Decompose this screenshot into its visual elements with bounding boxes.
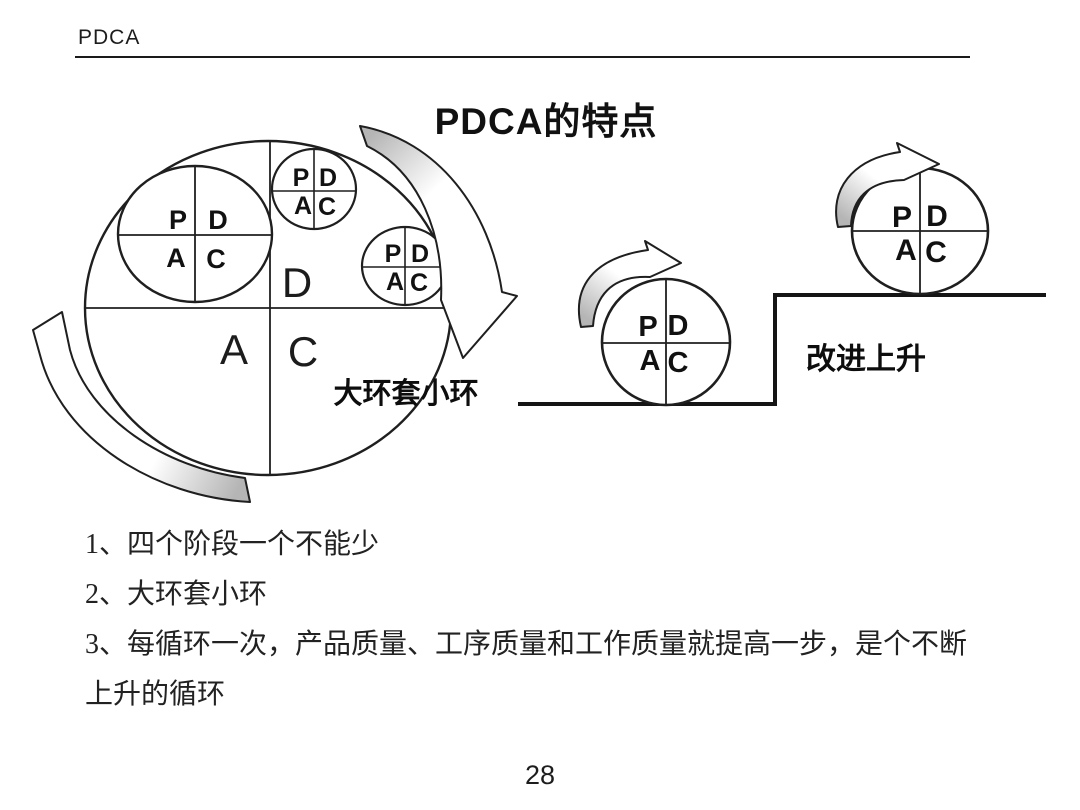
page-number: 28 [524,760,556,790]
big-quadrant-act: A [220,326,248,373]
nested3-check: C [410,269,428,297]
stair-lower-act: A [640,345,661,377]
improvement-stairs: P D A C P D A C 改进上升 [518,142,1046,407]
caption-nested-loops: 大环套小环 [333,377,478,410]
note-line-4: 上升的循环 [85,679,226,710]
nested2-check: C [318,193,336,221]
note-line-2: 2、大环套小环 [85,579,268,610]
nested1-act: A [166,243,186,273]
caption-improve-rise: 改进上升 [806,343,926,376]
nested3-plan: P [385,240,402,268]
stairs-step-line [518,293,1046,406]
stair-lower-check: C [668,347,689,379]
stair-upper-act: A [895,234,917,267]
nested2-plan: P [293,164,310,192]
stair-upper-plan: P [892,201,912,234]
roll-arrow-upper [835,142,940,228]
notes-list: 1、四个阶段一个不能少 2、大环套小环 3、每循环一次，产品质量、工序质量和工作… [85,527,1005,727]
rotation-arrow-top-right [359,125,518,359]
nested-cycle-large: P D A C [116,164,274,304]
stair-cycle-lower: P D A C [600,277,732,407]
big-pdca-cycle: P D A C P D A C P D A C P [32,125,518,503]
nested1-check: C [206,244,226,274]
page-header: PDCA [78,26,141,49]
note-line-1: 1、四个阶段一个不能少 [85,529,380,560]
stair-lower-plan: P [638,311,657,343]
nested3-act: A [386,268,404,296]
roll-arrow-lower [577,240,682,328]
rotation-arrow-bottom-left [32,311,251,503]
big-quadrant-do: D [282,259,312,306]
stair-lower-do: D [668,310,689,342]
nested-cycle-top: P D A C [270,147,358,231]
nested2-act: A [294,192,312,220]
big-quadrant-check: C [288,328,318,375]
stair-cycle-upper: P D A C [850,166,990,296]
page-title: PDCA的特点 [434,101,658,142]
nested2-do: D [319,164,337,192]
note-line-3: 3、每循环一次，产品质量、工序质量和工作质量就提高一步，是个不断 [85,629,968,660]
nested1-do: D [208,205,228,235]
nested1-plan: P [169,205,187,235]
stair-upper-do: D [926,200,948,233]
header-divider [75,56,970,58]
stair-upper-check: C [925,236,947,269]
nested3-do: D [411,240,429,268]
